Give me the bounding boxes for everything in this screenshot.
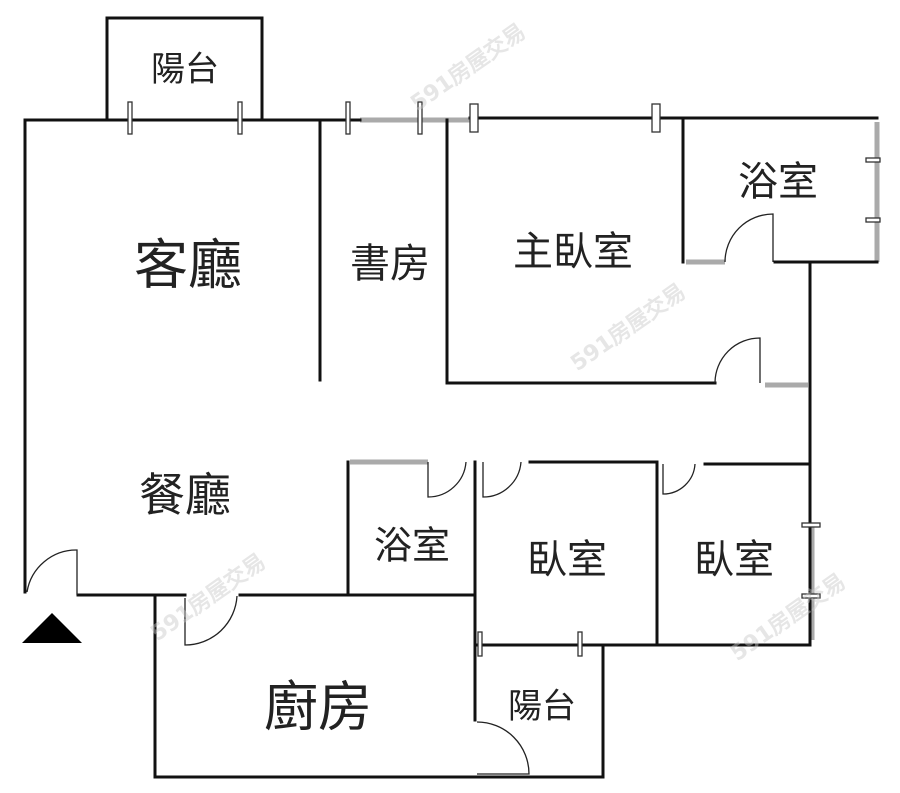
room-label-bedroom-2: 臥室 bbox=[694, 537, 774, 583]
room-label-dining-room: 餐廳 bbox=[139, 468, 231, 522]
room-label-study: 書房 bbox=[350, 241, 430, 287]
room-label-balcony-kitchen: 陽台 bbox=[508, 686, 576, 727]
partition-segments bbox=[350, 117, 880, 640]
doors bbox=[26, 213, 774, 775]
walls bbox=[23, 16, 879, 779]
room-label-living-room: 客廳 bbox=[134, 233, 242, 297]
room-label-master-bathroom: 浴室 bbox=[738, 159, 818, 205]
room-label-bathroom: 浴室 bbox=[373, 523, 451, 568]
room-label-bedroom-1: 臥室 bbox=[527, 537, 607, 583]
room-label-kitchen: 廚房 bbox=[264, 675, 372, 739]
room-label-balcony-top: 陽台 bbox=[151, 49, 219, 90]
windows bbox=[127, 101, 881, 657]
room-label-master-bedroom: 主臥室 bbox=[513, 229, 633, 275]
entrance-arrow-icon bbox=[22, 613, 82, 643]
